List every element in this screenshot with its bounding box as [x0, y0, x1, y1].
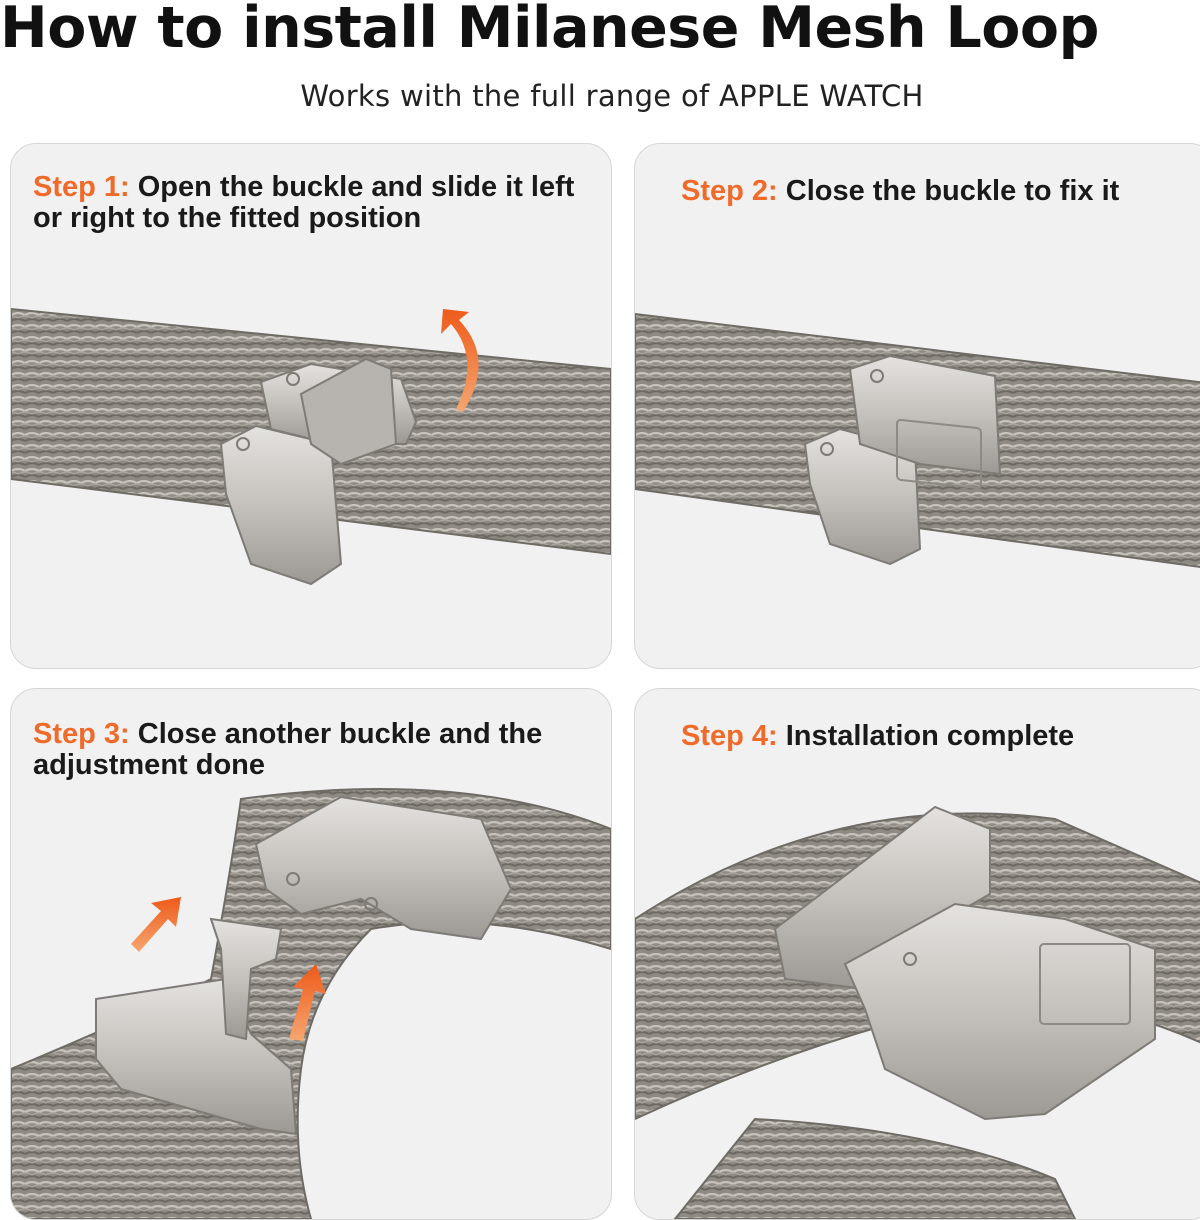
- step-4-text: Installation complete: [777, 720, 1075, 752]
- step-2-illustration: [635, 312, 1200, 568]
- step-3-text: Close another buckle and the adjustment …: [33, 718, 543, 781]
- buckle-top: [254, 795, 513, 941]
- step-1-card: Step 1: Open the buckle and slide it lef…: [10, 143, 612, 669]
- buckle-closed: [773, 805, 1156, 1121]
- step-3-card: Step 3: Close another buckle and the adj…: [10, 688, 612, 1220]
- up-arrow-icon: [441, 309, 479, 412]
- step-3-illustration: [11, 788, 611, 1219]
- buckle-closed: [803, 354, 1002, 566]
- step-2-text: Close the buckle to fix it: [777, 175, 1120, 207]
- step-4-card: Step 4: Installation complete: [634, 688, 1200, 1220]
- step-1-text: Open the buckle and slide it left or rig…: [33, 171, 575, 234]
- diagonal-arrow-icon: [131, 897, 181, 952]
- up-arrow-icon: [289, 964, 326, 1041]
- mesh-band-lower: [673, 1117, 1077, 1219]
- step-1-illustration: [11, 307, 611, 586]
- page-subtitle: Works with the full range of APPLE WATCH: [300, 79, 924, 113]
- step-2-instruction: Step 2: Close the buckle to fix it: [681, 176, 1197, 207]
- buckle-bottom: [95, 917, 298, 1136]
- step-2-card: Step 2: Close the buckle to fix it: [634, 143, 1200, 669]
- step-2-label: Step 2:: [681, 175, 778, 207]
- step-4-label: Step 4:: [681, 720, 778, 752]
- step-1-label: Step 1:: [33, 171, 130, 203]
- step-3-label: Step 3:: [33, 718, 130, 750]
- step-3-instruction: Step 3: Close another buckle and the adj…: [33, 719, 593, 781]
- page-title: How to install Milanese Mesh Loop: [0, 0, 1099, 61]
- step-4-illustration: [635, 805, 1200, 1219]
- step-1-instruction: Step 1: Open the buckle and slide it lef…: [33, 172, 593, 234]
- buckle-open: [219, 357, 418, 586]
- step-4-instruction: Step 4: Installation complete: [681, 721, 1197, 752]
